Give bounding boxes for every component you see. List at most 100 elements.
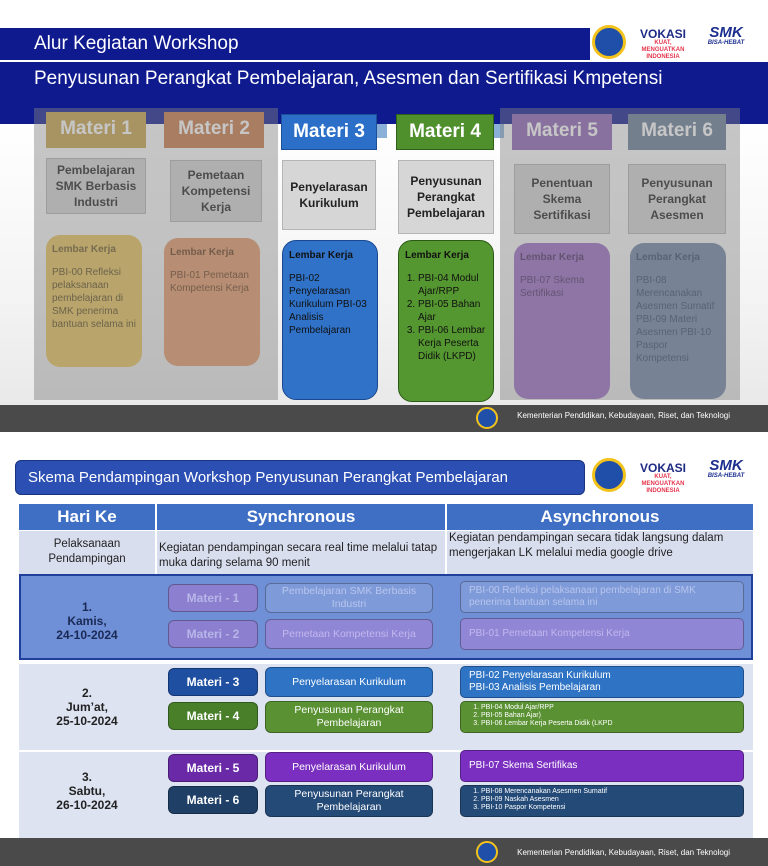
lk-body: PBI-01 Pemetaan Kompetensi Kerja: [170, 270, 249, 294]
day-2-label: 2. Jum’at, 25-10-2024: [19, 686, 155, 728]
materi-4-pill: Materi - 4: [168, 702, 258, 730]
materi-3-topic: Penyelarasan Kurikulum: [282, 160, 376, 230]
materi-1-pill: Materi - 1: [168, 584, 258, 612]
sync-materi-4: Penyusunan Perangkat Pembelajaran: [265, 701, 433, 733]
materi-4-header: Materi 4: [396, 114, 494, 150]
slide-subtitle: Penyusunan Perangkat Pembelajaran, Asesm…: [0, 62, 768, 96]
sub-sync: Kegiatan pendampingan secara real time m…: [157, 531, 445, 574]
footer-text: Kementerian Pendidikan, Kebudayaan, Rise…: [517, 848, 730, 857]
sync-materi-6: Penyusunan Perangkat Pembelajaran: [265, 785, 433, 817]
lk-item: PBI-05 Bahan Ajar: [418, 298, 487, 324]
sub-async: Kegiatan pendampingan secara tidak langs…: [447, 531, 753, 574]
async-materi-1: PBI-00 Refleksi pelaksanaan pembelajaran…: [460, 581, 744, 613]
footer-bar: [0, 405, 768, 432]
sub-hari: Pelaksanaan Pendampingan: [19, 531, 155, 574]
slide-alur-kegiatan: Alur Kegiatan Workshop Penyusunan Perang…: [0, 0, 768, 432]
async-line: PBI-02 Penyelarasan Kurikulum: [469, 670, 611, 681]
footer-bar: [0, 838, 768, 866]
materi-3-header: Materi 3: [281, 114, 377, 150]
day-num: 3.: [81, 770, 92, 784]
materi-3-lembar-kerja: Lembar Kerja PBI-02 Penyelarasan Kurikul…: [282, 240, 378, 400]
day-1-label: 1. Kamis, 24-10-2024: [19, 600, 155, 642]
slide-title: Alur Kegiatan Workshop: [0, 28, 590, 60]
lk-title: Lembar Kerja: [52, 244, 116, 255]
async-item: PBI-10 Paspor Kompetensi: [481, 804, 735, 812]
sync-materi-2: Pemetaan Kompetensi Kerja: [265, 619, 433, 649]
day-3-label: 3. Sabtu, 26-10-2024: [19, 770, 155, 812]
arrow-connector: [494, 124, 504, 138]
col-header-sync: Synchronous: [157, 504, 445, 530]
slide-title: Skema Pendampingan Workshop Penyusunan P…: [15, 460, 585, 495]
lk-body: PBI-00 Refleksi pelaksanaan pembelajaran…: [52, 267, 136, 330]
materi-2-topic: Pemetaan Kompetensi Kerja: [170, 160, 262, 222]
day-name: Sabtu,: [68, 784, 106, 798]
materi-5-lembar-kerja: Lembar Kerja PBI-07 Skema Sertifikasi: [514, 243, 610, 399]
async-list: PBI-08 Merencanakan Asesmen Sumatif PBI-…: [481, 788, 735, 812]
col-header-hari: Hari Ke: [19, 504, 155, 530]
materi-6-header: Materi 6: [628, 114, 726, 150]
async-list: PBI-04 Modul Ajar/RPP PBI-05 Bahan Ajar)…: [481, 704, 735, 728]
day-date: 24-10-2024: [56, 628, 118, 642]
footer-text: Kementerian Pendidikan, Kebudayaan, Rise…: [517, 411, 730, 420]
dim-overlay-left: [34, 108, 278, 400]
sync-materi-1: Pembelajaran SMK Berbasis Industri: [265, 583, 433, 613]
lk-title: Lembar Kerja: [170, 247, 234, 258]
lk-title: Lembar Kerja: [405, 250, 469, 261]
async-materi-6: PBI-08 Merencanakan Asesmen Sumatif PBI-…: [460, 785, 744, 817]
lk-body: PBI-07 Skema Sertifikasi: [520, 275, 585, 299]
kemdikbud-emblem-icon: [476, 841, 498, 863]
day-date: 25-10-2024: [56, 714, 118, 728]
lk-title: Lembar Kerja: [289, 250, 353, 261]
lk-title: Lembar Kerja: [636, 252, 700, 263]
slide-skema-pendampingan: Skema Pendampingan Workshop Penyusunan P…: [0, 434, 768, 866]
materi-4-topic: Penyusunan Perangkat Pembelajaran: [398, 160, 494, 234]
async-item: PBI-04 Modul Ajar/RPP: [481, 704, 735, 712]
async-materi-3: PBI-02 Penyelarasan Kurikulum PBI-03 Ana…: [460, 666, 744, 698]
col-header-async: Asynchronous: [447, 504, 753, 530]
materi-1-topic: Pembelajaran SMK Berbasis Industri: [46, 158, 146, 214]
day-name: Jum’at,: [65, 700, 108, 714]
sync-materi-3: Penyelarasan Kurikulum: [265, 667, 433, 697]
async-materi-4: PBI-04 Modul Ajar/RPP PBI-05 Bahan Ajar)…: [460, 701, 744, 733]
lk-title: Lembar Kerja: [520, 252, 584, 263]
materi-4-lembar-kerja: Lembar Kerja PBI-04 Modul Ajar/RPP PBI-0…: [398, 240, 494, 402]
materi-1-lembar-kerja: Lembar Kerja PBI-00 Refleksi pelaksanaan…: [46, 235, 142, 367]
materi-2-header: Materi 2: [164, 112, 264, 148]
tut-wuri-emblem-icon: [592, 458, 626, 492]
async-item: PBI-06 Lembar Kerja Peserta Didik (LKPD: [481, 720, 735, 728]
day-name: Kamis,: [67, 614, 107, 628]
day-num: 1.: [81, 600, 92, 614]
async-materi-5: PBI-07 Skema Sertifikas: [460, 750, 744, 782]
materi-1-header: Materi 1: [46, 112, 146, 148]
lk-body: PBI-02 Penyelarasan Kurikulum PBI-03 Ana…: [289, 273, 367, 336]
day-date: 26-10-2024: [56, 798, 118, 812]
materi-6-pill: Materi - 6: [168, 786, 258, 814]
async-item: PBI-09 Naskah Asesmen: [481, 796, 735, 804]
dim-overlay-right: [500, 108, 740, 400]
sync-materi-5: Penyelarasan Kurikulum: [265, 752, 433, 782]
materi-2-lembar-kerja: Lembar Kerja PBI-01 Pemetaan Kompetensi …: [164, 238, 260, 366]
materi-5-pill: Materi - 5: [168, 754, 258, 782]
tut-wuri-emblem-icon: [592, 25, 626, 59]
lk-list: PBI-04 Modul Ajar/RPP PBI-05 Bahan Ajar …: [418, 272, 487, 363]
lk-body: PBI-08 Merencanakan Asesmen Sumatif PBI-…: [636, 275, 715, 364]
materi-5-topic: Penentuan Skema Sertifikasi: [514, 164, 610, 234]
materi-2-pill: Materi - 2: [168, 620, 258, 648]
materi-5-header: Materi 5: [512, 114, 612, 150]
arrow-connector: [377, 124, 387, 138]
async-item: PBI-05 Bahan Ajar): [481, 712, 735, 720]
lk-item: PBI-06 Lembar Kerja Peserta Didik (LKPD): [418, 324, 487, 363]
async-item: PBI-08 Merencanakan Asesmen Sumatif: [481, 788, 735, 796]
lk-item: PBI-04 Modul Ajar/RPP: [418, 272, 487, 298]
kemdikbud-emblem-icon: [476, 407, 498, 429]
materi-6-lembar-kerja: Lembar Kerja PBI-08 Merencanakan Asesmen…: [630, 243, 726, 399]
materi-3-pill: Materi - 3: [168, 668, 258, 696]
async-materi-2: PBI-01 Pemetaan Kompetensi Kerja: [460, 618, 744, 650]
day-num: 2.: [81, 686, 92, 700]
materi-6-topic: Penyusunan Perangkat Asesmen: [628, 164, 726, 234]
